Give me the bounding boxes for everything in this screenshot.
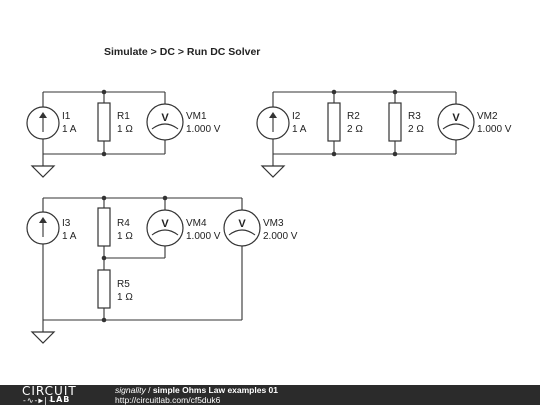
logo-wordmark-top: CIRCUIT bbox=[22, 384, 77, 398]
voltmeter-vm1[interactable]: V bbox=[146, 103, 184, 141]
arrow-up-icon bbox=[39, 217, 47, 223]
current-source-i1[interactable] bbox=[26, 106, 60, 140]
ground-icon bbox=[30, 331, 56, 344]
circuit-3: I3 1 A R4 1 Ω R5 1 Ω V VM4 1.000 V V VM3… bbox=[26, 195, 298, 344]
footer-info: signality / simple Ohms Law examples 01 … bbox=[115, 385, 278, 405]
i3-name: I3 bbox=[62, 218, 71, 229]
ground-icon bbox=[260, 165, 286, 178]
r5-name: R5 bbox=[117, 279, 130, 290]
vm1-value: 1.000 V bbox=[186, 124, 221, 135]
junction-dot bbox=[101, 89, 107, 95]
logo-wordmark-bottom: LAB bbox=[50, 395, 71, 404]
junction-dot bbox=[101, 151, 107, 157]
vm2-name: VM2 bbox=[477, 111, 498, 122]
r3-value: 2 Ω bbox=[408, 124, 424, 135]
circuit-1: I1 1 A R1 1 Ω V VM1 1.000 V bbox=[26, 89, 221, 178]
i1-name: I1 bbox=[62, 111, 71, 122]
i1-value: 1 A bbox=[62, 124, 77, 135]
circuitlab-logo[interactable]: CIRCUIT -∿-▶|- LAB bbox=[22, 384, 94, 405]
circuit-2: I2 1 A R2 2 Ω R3 2 Ω V VM2 1.000 V bbox=[256, 89, 512, 178]
resistor-r4[interactable] bbox=[97, 207, 111, 247]
voltmeter-glyph: V bbox=[161, 112, 169, 124]
voltmeter-vm3[interactable]: V bbox=[223, 209, 261, 247]
vm4-value: 1.000 V bbox=[186, 231, 221, 242]
junction-dot bbox=[331, 151, 337, 157]
junction-dot bbox=[392, 89, 398, 95]
vm3-name: VM3 bbox=[263, 218, 284, 229]
ground-icon bbox=[30, 165, 56, 178]
arrow-up-icon bbox=[269, 112, 277, 118]
junction-dot bbox=[162, 195, 168, 201]
schematic-canvas: Simulate > DC > Run DC Solver I1 1 A R1 … bbox=[26, 46, 512, 344]
resistor-r2[interactable] bbox=[327, 102, 341, 142]
current-source-i2[interactable] bbox=[256, 106, 290, 140]
junction-dot bbox=[101, 317, 107, 323]
voltmeter-glyph: V bbox=[452, 112, 460, 124]
junction-dot bbox=[392, 151, 398, 157]
author-name[interactable]: signality bbox=[115, 385, 146, 395]
resistor-r1[interactable] bbox=[97, 102, 111, 142]
vm1-name: VM1 bbox=[186, 111, 207, 122]
voltmeter-vm4[interactable]: V bbox=[146, 209, 184, 247]
r1-value: 1 Ω bbox=[117, 124, 133, 135]
r5-value: 1 Ω bbox=[117, 292, 133, 303]
r4-value: 1 Ω bbox=[117, 231, 133, 242]
resistor-r5[interactable] bbox=[97, 269, 111, 309]
vm4-name: VM4 bbox=[186, 218, 207, 229]
voltmeter-glyph: V bbox=[238, 218, 246, 230]
junction-dot bbox=[331, 89, 337, 95]
r3-name: R3 bbox=[408, 111, 421, 122]
junction-dot bbox=[101, 195, 107, 201]
junction-dot bbox=[101, 255, 107, 261]
footer-title-line: signality / simple Ohms Law examples 01 bbox=[115, 385, 278, 395]
current-source-i3[interactable] bbox=[26, 211, 60, 245]
i3-value: 1 A bbox=[62, 231, 77, 242]
footer-bar: CIRCUIT -∿-▶|- LAB signality / simple Oh… bbox=[0, 384, 540, 405]
i2-value: 1 A bbox=[292, 124, 307, 135]
voltmeter-vm2[interactable]: V bbox=[437, 103, 475, 141]
r1-name: R1 bbox=[117, 111, 130, 122]
vm2-value: 1.000 V bbox=[477, 124, 512, 135]
arrow-up-icon bbox=[39, 112, 47, 118]
title-separator: / bbox=[145, 385, 153, 395]
logo-circuit-symbol-icon: -∿-▶|- bbox=[22, 396, 53, 405]
vm3-value: 2.000 V bbox=[263, 231, 298, 242]
menu-path-caption: Simulate > DC > Run DC Solver bbox=[104, 46, 260, 58]
r2-name: R2 bbox=[347, 111, 360, 122]
i2-name: I2 bbox=[292, 111, 301, 122]
r2-value: 2 Ω bbox=[347, 124, 363, 135]
voltmeter-glyph: V bbox=[161, 218, 169, 230]
circuit-url[interactable]: http://circuitlab.com/cf5duk6 bbox=[115, 395, 221, 405]
resistor-r3[interactable] bbox=[388, 102, 402, 142]
circuit-title: simple Ohms Law examples 01 bbox=[152, 385, 279, 395]
r4-name: R4 bbox=[117, 218, 130, 229]
